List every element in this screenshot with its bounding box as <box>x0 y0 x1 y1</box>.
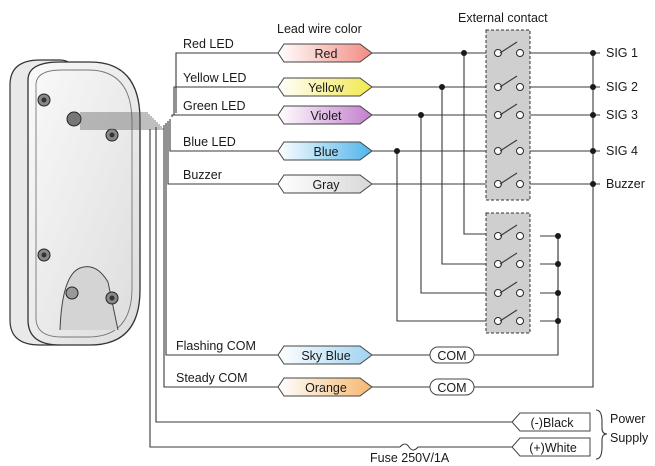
wire-color-label: Sky Blue <box>301 349 350 363</box>
wire-color-label: Orange <box>305 381 347 395</box>
screw-icon <box>37 93 51 107</box>
screw-icon <box>105 128 119 142</box>
power-supply-bracket <box>595 409 608 460</box>
svg-text:COM: COM <box>437 349 466 363</box>
com-tag-steady: COM <box>429 378 475 396</box>
junction-dots <box>394 50 596 324</box>
svg-text:COM: COM <box>437 381 466 395</box>
wire-color-label: Yellow <box>308 81 345 95</box>
wire-tag-orange: Orange <box>277 377 373 397</box>
output-label-sig3: SIG 3 <box>606 108 638 122</box>
com-tag-flashing: COM <box>429 346 475 364</box>
signal-label-yellow-led: Yellow LED <box>183 71 246 85</box>
wire-tag-violet: Violet <box>277 105 373 125</box>
output-label-sig4: SIG 4 <box>606 144 638 158</box>
device-illustration <box>9 59 141 346</box>
output-label-sig1: SIG 1 <box>606 46 638 60</box>
contact-switches-upper <box>494 41 524 188</box>
cable-bundle <box>80 112 164 130</box>
power-tag-black: (-)Black <box>511 412 591 432</box>
signal-label-buzzer: Buzzer <box>183 168 222 182</box>
wire-tag-blue: Blue <box>277 141 373 161</box>
external-contact-box-lower <box>485 212 531 334</box>
cable-grommet-icon <box>65 111 82 300</box>
wire-color-label: Violet <box>310 109 342 123</box>
wire-tag-sky-blue: Sky Blue <box>277 345 373 365</box>
signal-label-steady-com: Steady COM <box>176 371 248 385</box>
wire-color-label: (+)White <box>529 441 577 455</box>
wire-color-label: (-)Black <box>530 416 574 430</box>
output-label-buzzer: Buzzer <box>606 177 645 191</box>
output-label-sig2: SIG 2 <box>606 80 638 94</box>
screw-icon <box>105 291 119 305</box>
signal-label-red-led: Red LED <box>183 37 234 51</box>
power-supply-label-line2: Supply <box>610 431 649 445</box>
signal-label-blue-led: Blue LED <box>183 135 236 149</box>
signal-label-green-led: Green LED <box>183 99 246 113</box>
wire-tag-yellow: Yellow <box>277 77 373 97</box>
screw-icon <box>37 248 51 262</box>
wire-color-label: Red <box>315 47 338 61</box>
lead-wire-color-heading: Lead wire color <box>277 22 362 36</box>
fuse-label: Fuse 250V/1A <box>370 451 450 465</box>
power-tag-white: (+)White <box>511 437 591 457</box>
wire-color-label: Blue <box>313 145 338 159</box>
fuse-icon <box>399 443 419 451</box>
wire-tag-gray: Gray <box>277 174 373 194</box>
external-contact-heading: External contact <box>458 11 548 25</box>
wire-color-label: Gray <box>312 178 340 192</box>
signal-label-flashing-com: Flashing COM <box>176 339 256 353</box>
contact-switches-lower <box>494 224 524 325</box>
wire-tag-red: Red <box>277 43 373 63</box>
power-supply-label-line1: Power <box>610 412 645 426</box>
